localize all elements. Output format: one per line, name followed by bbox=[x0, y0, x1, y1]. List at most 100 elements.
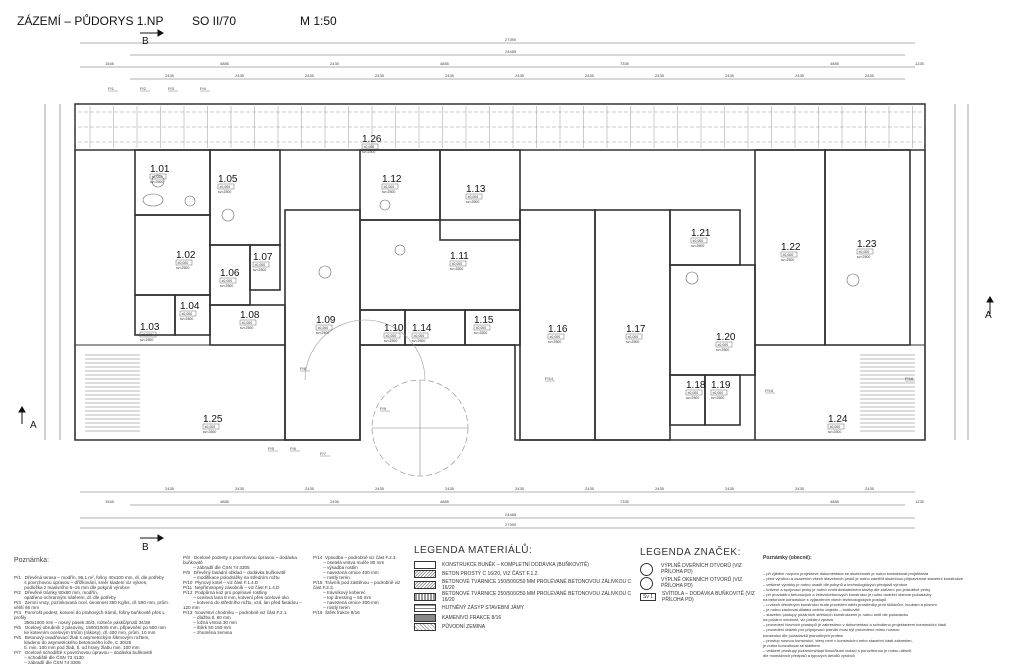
room-level: ±0,000 bbox=[452, 262, 463, 266]
room-height: sv=2500 bbox=[626, 340, 639, 344]
note-tag: P/8 bbox=[300, 366, 307, 371]
room-level-box bbox=[381, 183, 399, 190]
room-height: sv=2500 bbox=[412, 339, 425, 343]
general-notes-title: Poznámky (obecně): bbox=[763, 555, 812, 562]
object-code: SO II/70 bbox=[192, 14, 237, 28]
dim-inner-bottom: 24485 bbox=[505, 512, 517, 517]
dim-segment: 4885 bbox=[220, 61, 230, 66]
room-level: ±0,000 bbox=[859, 250, 870, 254]
note-tag: P/14 bbox=[545, 376, 554, 381]
legend-label: BETON PROSTÝ C 16/20, VIZ ČÁST F.1.2. bbox=[442, 571, 539, 578]
room-level-box bbox=[252, 261, 270, 268]
room-level: ±0,000 bbox=[178, 261, 189, 265]
room-number: 1.06 bbox=[220, 268, 240, 279]
note-tag: P/7 bbox=[320, 451, 327, 456]
room-level-box bbox=[217, 183, 235, 190]
room-number: 1.02 bbox=[176, 250, 196, 261]
dimension-lines bbox=[44, 42, 969, 529]
room-level-box bbox=[856, 248, 874, 255]
dim-segment: 4885 bbox=[440, 61, 450, 66]
room-height: sv=2500 bbox=[548, 340, 561, 344]
building-walls bbox=[74, 149, 926, 441]
dim-segment-bottom: 4885 bbox=[220, 499, 230, 504]
notes-title: Poznámka: bbox=[14, 557, 50, 564]
room-level-box bbox=[547, 333, 565, 340]
room-number: 1.11 bbox=[450, 251, 469, 262]
legend-item: VÝPLNĚ DVEŘNÍCH OTVORŮ (VIZ PŘÍLOHA PD) bbox=[640, 562, 758, 576]
room-number: 1.18 bbox=[686, 380, 706, 391]
room-number: 1.22 bbox=[781, 242, 801, 253]
dim-module-bottom: 2435 bbox=[165, 486, 175, 491]
dim-module-bottom: 2435 bbox=[655, 486, 665, 491]
room-level: ±0,000 bbox=[688, 391, 699, 395]
dim-segment-bottom: 7335 bbox=[620, 499, 630, 504]
legend-symbols-title: LEGENDA ZNAČEK: bbox=[640, 547, 741, 558]
room-level: ±0,000 bbox=[318, 326, 329, 330]
room-height: sv=2500 bbox=[450, 267, 463, 271]
section-a-left: A bbox=[30, 420, 37, 431]
room-height: sv=2500 bbox=[203, 430, 216, 434]
section-b-top: B bbox=[142, 36, 149, 47]
fixtures bbox=[142, 174, 860, 381]
note-tag: P/9 bbox=[380, 406, 387, 411]
legend-materials-title: LEGENDA MATERIÁLŮ: bbox=[414, 545, 533, 556]
light-symbol-icon: Sv 1 bbox=[640, 593, 657, 601]
room-level: ±0,000 bbox=[182, 312, 193, 316]
room-height: sv=2500 bbox=[316, 331, 329, 335]
room-number: 1.08 bbox=[240, 310, 260, 321]
room-level-box bbox=[239, 319, 257, 326]
room-number: 1.16 bbox=[548, 324, 568, 335]
legend-label: PŮVODNÍ ZEMINA bbox=[442, 624, 486, 631]
room-height: sv=2500 bbox=[466, 200, 479, 204]
dim-segment-bottom: 2435 bbox=[330, 499, 340, 504]
room-level-box bbox=[449, 260, 467, 267]
dim-segment-bottom: 4885 bbox=[440, 499, 450, 504]
room-level-box bbox=[690, 237, 708, 244]
room-number: 1.07 bbox=[253, 252, 273, 263]
note-tag: P/2 bbox=[140, 86, 147, 91]
drawing-title: ZÁZEMÍ – PŮDORYS 1.NP bbox=[17, 14, 164, 28]
room-height: sv=2500 bbox=[384, 339, 397, 343]
room-level: ±0,000 bbox=[476, 326, 487, 330]
room-level-box bbox=[219, 277, 237, 284]
room-number: 1.17 bbox=[626, 324, 646, 335]
dim-module-bottom: 2435 bbox=[515, 486, 525, 491]
room-number: 1.13 bbox=[466, 184, 486, 195]
legend-label: BETONOVÉ TVÁRNICE 150/500/250 MM PROLÉVA… bbox=[442, 579, 632, 592]
room-level-box bbox=[202, 423, 220, 430]
legend-label: SVÍTIDLA – DODÁVKA BUŇKOVITĚ (VIZ PŘÍLOH… bbox=[662, 591, 755, 603]
note-tag: P/6 bbox=[290, 446, 297, 451]
room-number: 1.05 bbox=[218, 174, 238, 185]
room-height: sv=2500 bbox=[716, 348, 729, 352]
dim-segment: 4885 bbox=[830, 61, 840, 66]
room-level: ±0,000 bbox=[220, 185, 231, 189]
dim-module: 2435 bbox=[725, 73, 735, 78]
room-level: ±0,000 bbox=[414, 334, 425, 338]
room-level: ±0,000 bbox=[468, 195, 479, 199]
room-level-box bbox=[411, 332, 429, 339]
general-notes-text: – při zjištění rozporu projektové dokume… bbox=[763, 571, 964, 658]
note-tag: P/1 bbox=[108, 86, 115, 91]
section-b-bottom: B bbox=[142, 542, 149, 553]
dim-module: 2435 bbox=[865, 73, 875, 78]
room-level: ±0,000 bbox=[384, 185, 395, 189]
room-level: ±0,000 bbox=[783, 253, 794, 257]
room-number: 1.12 bbox=[382, 174, 402, 185]
dim-module-bottom: 2435 bbox=[375, 486, 385, 491]
legend-item: HUTNĚNÝ ZÁSYP STAVEBNÍ JÁMY bbox=[414, 603, 634, 613]
dim-segment: 1235 bbox=[915, 61, 925, 66]
terrace-deck bbox=[74, 103, 926, 151]
notes-col1: P/1 Dřevěná terasa – modřín, 96,1 m², fo… bbox=[14, 575, 170, 665]
dim-module-bottom: 2435 bbox=[725, 486, 735, 491]
dim-segment-bottom: 1235 bbox=[915, 499, 925, 504]
